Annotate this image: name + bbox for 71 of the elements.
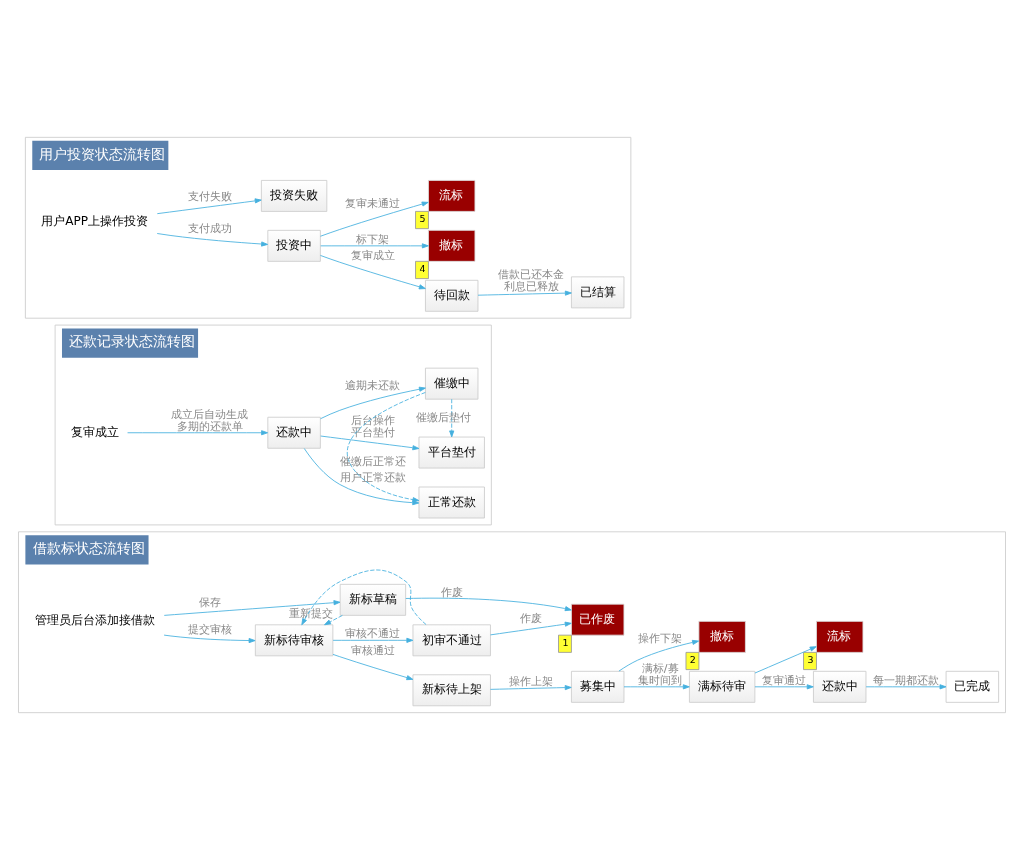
edge-label: 逾期未还款 [345,379,401,393]
arrow [156,198,262,215]
node-box: 已完成 [945,670,1000,703]
node-label: 5 [419,213,426,225]
arrow [332,637,414,643]
arrow [156,233,269,247]
arrow [332,653,414,681]
node-box: 初审不通过 [412,624,491,657]
edge-label: 作废 [440,585,463,599]
node-text: 用户APP上操作投资 [41,213,149,228]
edge-label: 审核不通过 [345,627,401,641]
edge-label: 复审成立 [350,249,395,263]
edge-label: 重新提交 [289,606,334,620]
arrow [449,398,455,438]
arrow [320,255,426,290]
edge-label: 催缴后正常还 [339,454,406,468]
node-box: 满标待审 [689,670,756,703]
arrow [754,684,814,690]
node-label: 3 [807,654,814,666]
edge-label: 标下架 [356,232,390,246]
node-box: 募集中 [571,670,625,703]
node-box: 平台垫付 [418,436,485,469]
edge-label: 用户正常还款 [339,471,406,485]
edge-label: 支付成功 [187,222,232,236]
arrow [324,614,343,626]
arrow [301,569,427,626]
edge-label: 作废 [520,611,543,625]
node-box: 正常还款 [418,486,485,519]
node-box: 新标待审核 [254,624,334,657]
arrow [320,386,426,420]
arrow [163,634,256,644]
arrow [477,290,572,296]
arrow [405,597,572,612]
node-label: 2 [689,654,696,666]
node-box: 还款中 [267,416,321,449]
node-label: 4 [419,263,426,275]
arrow [163,600,341,616]
node-box: 还款中 [813,670,867,703]
edge-label: 成立后自动生成多期的还款单 [171,407,249,433]
node-box: 投资中 [267,229,321,262]
node-label: 1 [562,637,569,649]
node-box: 待回款 [425,279,479,312]
arrow [490,685,572,691]
edge-label: 复审通过 [762,673,807,687]
edge-label: 催缴后垫付 [415,411,471,425]
arrow [346,392,426,503]
node-box: 投资失败 [260,179,328,212]
edge-label: 满标/募集时间到 [638,661,683,687]
edge-label: 复审未通过 [345,196,401,210]
node-box: 新标待上架 [412,674,491,707]
edge-label: 操作上架 [509,674,554,688]
edge-label: 借款已还本金利息已释放 [498,268,565,294]
arrow [865,684,947,690]
edge-label: 操作下架 [638,632,683,646]
node-box: 新标草稿 [339,583,407,616]
edge-label: 每一期都还款 [873,673,940,687]
node-text: 管理员后台添加接借款 [34,612,155,627]
edge-label: 提交审核 [187,622,232,636]
node-box: 已结算 [571,276,625,309]
arrow [320,435,420,451]
edge-label: 保存 [198,596,221,610]
arrow [303,448,420,506]
edge-label: 后台操作平台垫付 [350,413,395,439]
arrow [490,621,572,636]
edge-label: 支付失败 [187,189,232,203]
edge-label: 审核通过 [350,643,395,657]
arrow [623,684,690,690]
node-box: 催缴中 [425,367,479,400]
node-text: 复审成立 [70,424,119,439]
arrow [320,243,429,249]
arrow [127,430,269,436]
